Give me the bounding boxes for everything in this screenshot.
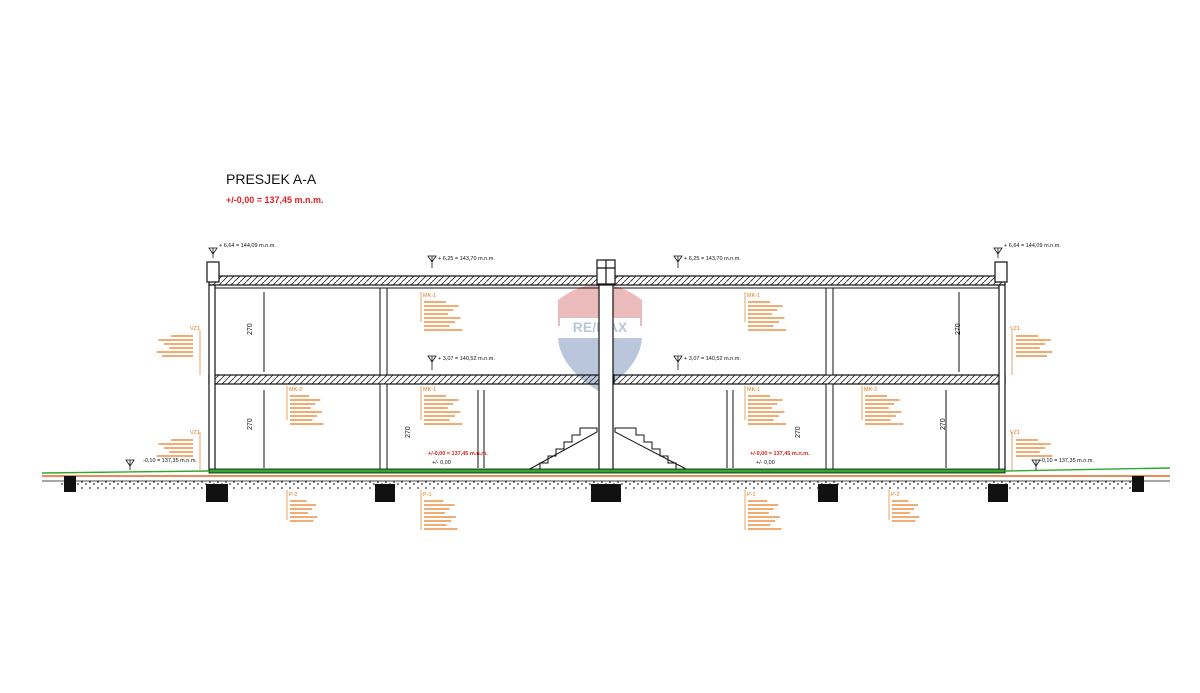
svg-text:270: 270	[247, 418, 254, 430]
svg-text:270: 270	[247, 323, 254, 335]
p1-tag: P-1	[423, 492, 432, 498]
roof-mid-left-elevation: + 6,25 = 143,70 m.n.m.	[438, 256, 495, 262]
zero-right-marker: +/- 0,00	[756, 460, 775, 466]
elevation-texts: + 6,64 = 144,09 m.n.m. + 6,25 = 143,70 m…	[143, 243, 1094, 466]
footings	[64, 476, 1144, 502]
ground-elevation-texts: +/-0,00 = 137,45 m.n.m. +/-0,00 = 137,45…	[428, 451, 810, 457]
parapets	[206, 259, 1008, 285]
svg-text:270: 270	[405, 426, 412, 438]
ground-right-elevation: +/-0,00 = 137,45 m.n.m.	[750, 451, 810, 457]
mk1-tag: MK-1	[747, 387, 760, 393]
p1-tag: P-1	[747, 492, 756, 498]
svg-text:270: 270	[955, 323, 962, 335]
vz1-tag: VZ1	[1010, 430, 1020, 436]
zero-left-marker: +/- 0,00	[432, 460, 451, 466]
mk2-tag: MK-2	[864, 387, 877, 393]
layer-tags: VZ1 VZ1 VZ1 VZ1 MK-1 MK-1 MK-2 MK-1 MK-1…	[190, 293, 1020, 498]
mk1-tag: MK-1	[423, 293, 436, 299]
height-dimensions: 270 270 270 270 270 270	[247, 323, 962, 438]
vz1-tag: VZ1	[190, 326, 200, 332]
vz1-tag: VZ1	[190, 430, 200, 436]
mk2-tag: MK-2	[289, 387, 302, 393]
p2-tag: P-2	[891, 492, 900, 498]
svg-text:270: 270	[795, 426, 802, 438]
elevation-markers	[125, 247, 1041, 470]
roof-right-elevation: + 6,64 = 144,09 m.n.m.	[1004, 243, 1061, 249]
staircase	[527, 427, 689, 471]
floor1-right-elevation: + 3,07 = 140,52 m.n.m.	[684, 356, 741, 362]
terrain-lines	[41, 467, 1171, 482]
annotation-detail-strokes	[156, 301, 1053, 530]
roof-mid-right-elevation: + 6,25 = 143,70 m.n.m.	[684, 256, 741, 262]
terrain-left-elevation: -0,10 = 137,35 m.n.m.	[143, 458, 197, 464]
layer-annotations	[199, 292, 1013, 530]
svg-text:270: 270	[940, 418, 947, 430]
mk1-tag: MK-1	[423, 387, 436, 393]
terrain-right-elevation: -0,10 = 137,35 m.n.m.	[1040, 458, 1094, 464]
datum-label: +/-0,00 = 137,45 m.n.m.	[226, 195, 324, 205]
drawing-title: PRESJEK A-A	[226, 171, 317, 187]
p2-tag: P-2	[289, 492, 298, 498]
ground-left-elevation: +/-0,00 = 137,45 m.n.m.	[428, 451, 488, 457]
vz1-tag: VZ1	[1010, 326, 1020, 332]
floor1-left-elevation: + 3,07 = 140,52 m.n.m.	[438, 356, 495, 362]
mk1-tag: MK-1	[747, 293, 760, 299]
exterior-walls	[208, 284, 1006, 471]
roof-left-elevation: + 6,64 = 144,09 m.n.m.	[219, 243, 276, 249]
ground-slab	[208, 468, 1006, 474]
